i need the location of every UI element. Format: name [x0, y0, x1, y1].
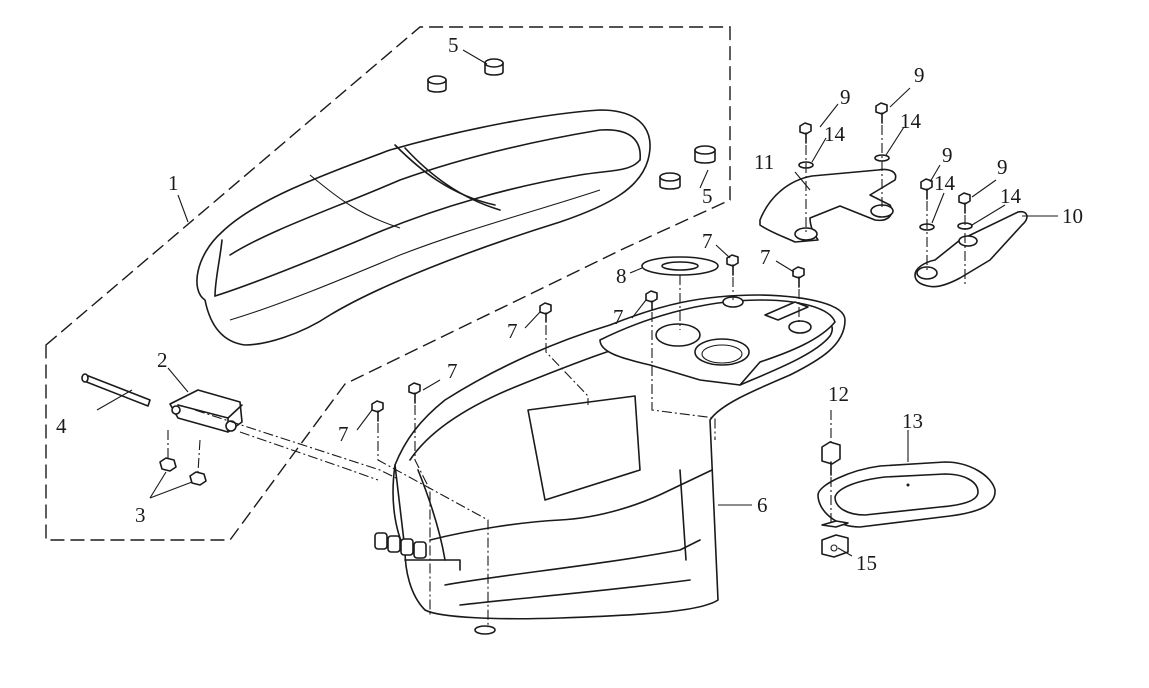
latch-row: [374, 532, 461, 571]
screw-7d: [792, 266, 805, 288]
callout-3: 3: [135, 503, 146, 527]
callout-7b: 7: [760, 245, 771, 269]
bolt-9b: [875, 102, 888, 124]
screw-7a: [539, 302, 552, 323]
nut-5d: [659, 172, 681, 190]
callout-9b: 9: [914, 63, 925, 87]
callout-7f: 7: [338, 422, 349, 446]
callout-9c: 9: [942, 143, 953, 167]
nut-5a: [427, 75, 447, 93]
nut-5c: [694, 145, 716, 164]
callout-1: 1: [168, 171, 179, 195]
callout-2: 2: [157, 348, 168, 372]
callout-14d: 14: [1000, 184, 1022, 208]
callout-15: 15: [856, 551, 877, 575]
callout-9a: 9: [840, 85, 851, 109]
callout-9d: 9: [997, 155, 1008, 179]
cover-assembly: [817, 410, 996, 558]
callout-7e: 7: [447, 359, 458, 383]
callout-14c: 14: [934, 171, 956, 195]
grab-rail-left: [759, 168, 897, 243]
nut-5-group: [427, 49, 716, 190]
bolt-9d: [958, 192, 971, 214]
bolt-9a: [799, 122, 812, 144]
callout-14b: 14: [900, 109, 922, 133]
bolt-9c: [920, 178, 933, 200]
callout-14a: 14: [824, 122, 846, 146]
callout-8: 8: [616, 264, 627, 288]
callout-5a: 5: [448, 33, 459, 57]
callout-4: 4: [56, 414, 67, 438]
screw-7f: [371, 400, 384, 422]
callout-labels: 1 2 3 4 5 5 6 7 7 7 7 7 7 8 9 9 9 9 10 1…: [56, 33, 1083, 575]
callout-7a: 7: [702, 229, 713, 253]
grab-rail-right: [914, 210, 1058, 288]
bolt-9-washer-14-group: [798, 87, 1006, 285]
callout-11: 11: [754, 150, 774, 174]
grommet-8: [629, 256, 719, 276]
callout-13: 13: [902, 409, 923, 433]
nut-5b: [484, 58, 504, 76]
screw-7e: [408, 382, 421, 404]
callout-7d: 7: [507, 319, 518, 343]
callout-5b: 5: [702, 184, 713, 208]
screw-7-group: [356, 244, 805, 628]
assembly-boundary: [45, 26, 731, 541]
callout-7c: 7: [613, 305, 624, 329]
screw-7c: [726, 254, 739, 276]
screw-7b: [645, 290, 658, 311]
hinge-assembly: [81, 367, 431, 499]
callout-6: 6: [757, 493, 768, 517]
callout-12: 12: [828, 382, 849, 406]
luggage-box: [374, 294, 846, 635]
seat: [196, 109, 651, 346]
callout-10: 10: [1062, 204, 1083, 228]
